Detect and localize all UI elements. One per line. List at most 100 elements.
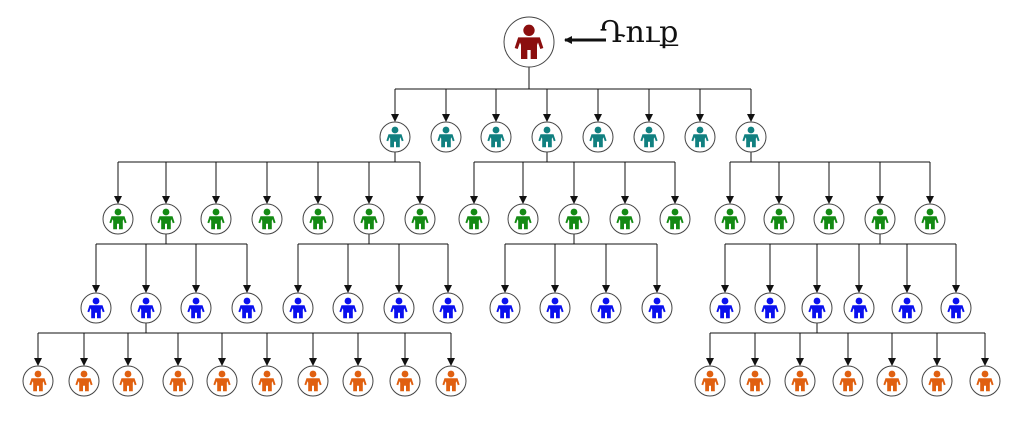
person-icon bbox=[390, 297, 408, 319]
member-node bbox=[80, 292, 112, 324]
member-node bbox=[609, 203, 641, 235]
person-icon bbox=[29, 370, 47, 392]
person-icon bbox=[465, 208, 483, 230]
member-node bbox=[206, 365, 238, 397]
member-node bbox=[302, 203, 334, 235]
person-icon bbox=[721, 208, 739, 230]
person-icon bbox=[137, 297, 155, 319]
person-icon bbox=[514, 24, 544, 59]
person-icon bbox=[411, 208, 429, 230]
member-node bbox=[739, 365, 771, 397]
person-icon bbox=[850, 297, 868, 319]
member-node bbox=[150, 203, 182, 235]
person-icon bbox=[928, 370, 946, 392]
member-node bbox=[353, 203, 385, 235]
person-icon bbox=[883, 370, 901, 392]
member-node bbox=[162, 365, 194, 397]
member-node bbox=[633, 121, 665, 153]
person-icon bbox=[119, 370, 137, 392]
member-node bbox=[379, 121, 411, 153]
person-icon bbox=[691, 126, 709, 148]
member-node bbox=[200, 203, 232, 235]
member-node bbox=[342, 365, 374, 397]
person-icon bbox=[808, 297, 826, 319]
person-icon bbox=[666, 208, 684, 230]
member-node bbox=[251, 365, 283, 397]
person-icon bbox=[538, 126, 556, 148]
member-node bbox=[489, 292, 521, 324]
person-icon bbox=[871, 208, 889, 230]
member-node bbox=[876, 365, 908, 397]
member-node bbox=[801, 292, 833, 324]
person-icon bbox=[770, 208, 788, 230]
member-node bbox=[297, 365, 329, 397]
member-node bbox=[714, 203, 746, 235]
member-node bbox=[590, 292, 622, 324]
person-icon bbox=[546, 297, 564, 319]
member-node bbox=[709, 292, 741, 324]
member-node bbox=[539, 292, 571, 324]
person-icon bbox=[439, 297, 457, 319]
member-node bbox=[891, 292, 923, 324]
member-node bbox=[641, 292, 673, 324]
person-icon bbox=[746, 370, 764, 392]
member-node bbox=[282, 292, 314, 324]
person-icon bbox=[648, 297, 666, 319]
person-icon bbox=[921, 208, 939, 230]
tree-nodes bbox=[22, 16, 1001, 397]
member-node bbox=[68, 365, 100, 397]
person-icon bbox=[820, 208, 838, 230]
person-icon bbox=[207, 208, 225, 230]
you-node bbox=[503, 16, 555, 68]
member-node bbox=[231, 292, 263, 324]
member-node bbox=[843, 292, 875, 324]
person-icon bbox=[442, 370, 460, 392]
person-icon bbox=[496, 297, 514, 319]
member-node bbox=[112, 365, 144, 397]
member-node bbox=[507, 203, 539, 235]
person-icon bbox=[791, 370, 809, 392]
member-node bbox=[130, 292, 162, 324]
person-icon bbox=[238, 297, 256, 319]
member-node bbox=[480, 121, 512, 153]
member-node bbox=[180, 292, 212, 324]
person-icon bbox=[597, 297, 615, 319]
person-icon bbox=[258, 370, 276, 392]
person-icon bbox=[304, 370, 322, 392]
person-icon bbox=[109, 208, 127, 230]
person-icon bbox=[839, 370, 857, 392]
person-icon bbox=[396, 370, 414, 392]
person-icon bbox=[437, 126, 455, 148]
person-icon bbox=[947, 297, 965, 319]
member-node bbox=[754, 292, 786, 324]
person-icon bbox=[157, 208, 175, 230]
member-node bbox=[735, 121, 767, 153]
member-node bbox=[22, 365, 54, 397]
member-node bbox=[332, 292, 364, 324]
person-icon bbox=[349, 370, 367, 392]
member-node bbox=[558, 203, 590, 235]
member-node bbox=[784, 365, 816, 397]
member-node bbox=[914, 203, 946, 235]
member-node bbox=[694, 365, 726, 397]
you-label: Դուք bbox=[600, 15, 679, 50]
member-node bbox=[383, 292, 415, 324]
member-node bbox=[251, 203, 283, 235]
person-icon bbox=[701, 370, 719, 392]
tree-edges bbox=[34, 67, 989, 366]
person-icon bbox=[565, 208, 583, 230]
member-node bbox=[531, 121, 563, 153]
member-node bbox=[582, 121, 614, 153]
member-node bbox=[684, 121, 716, 153]
person-icon bbox=[309, 208, 327, 230]
member-node bbox=[659, 203, 691, 235]
person-icon bbox=[742, 126, 760, 148]
member-node bbox=[969, 365, 1001, 397]
person-icon bbox=[761, 297, 779, 319]
member-node bbox=[458, 203, 490, 235]
member-node bbox=[813, 203, 845, 235]
person-icon bbox=[514, 208, 532, 230]
member-node bbox=[389, 365, 421, 397]
member-node bbox=[763, 203, 795, 235]
member-node bbox=[102, 203, 134, 235]
